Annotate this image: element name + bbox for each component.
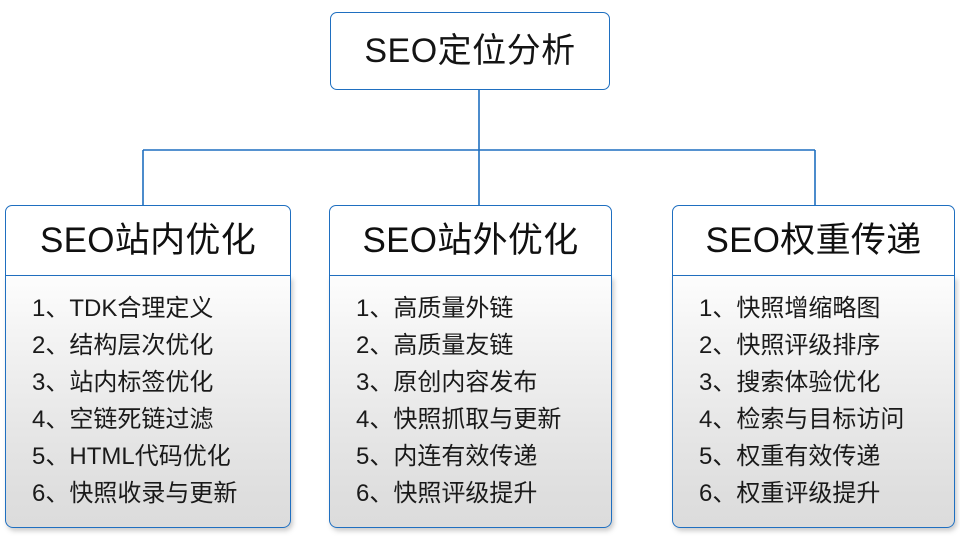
list-item-text: 权重有效传递	[736, 443, 881, 470]
list-item-text: 快照增缩略图	[736, 295, 881, 322]
list-item: 5、HTML代码优化	[6, 438, 290, 475]
branch-list-box-2: 1、快照增缩略图 2、快照评级排序 3、搜索体验优化 4、检索与目标访问 5、权…	[672, 276, 955, 528]
list-item-number: 6、	[699, 480, 737, 507]
list-item-number: 4、	[356, 406, 394, 433]
list-item-number: 4、	[699, 406, 737, 433]
list-item: 6、快照评级提升	[330, 475, 611, 512]
branch-header-box-2[interactable]: SEO权重传递	[672, 205, 955, 276]
list-item-number: 2、	[356, 332, 394, 359]
list-item-text: 快照评级提升	[393, 480, 538, 507]
list-item-number: 2、	[32, 332, 70, 359]
list-item: 4、快照抓取与更新	[330, 401, 611, 438]
list-item: 3、原创内容发布	[330, 364, 611, 401]
list-item-text: TDK合理定义	[69, 295, 214, 322]
list-item-number: 6、	[356, 480, 394, 507]
list-item-text: 快照收录与更新	[69, 480, 238, 507]
list-item: 2、快照评级排序	[673, 327, 954, 364]
list-item-number: 4、	[32, 406, 70, 433]
list-item: 1、TDK合理定义	[6, 290, 290, 327]
list-item: 1、快照增缩略图	[673, 290, 954, 327]
branch-header-title-2: SEO权重传递	[705, 221, 922, 260]
list-item: 3、搜索体验优化	[673, 364, 954, 401]
root-node-title: SEO定位分析	[364, 32, 576, 70]
list-item: 1、高质量外链	[330, 290, 611, 327]
list-item-text: 检索与目标访问	[736, 406, 905, 433]
list-item-number: 5、	[699, 443, 737, 470]
list-item: 6、快照收录与更新	[6, 475, 290, 512]
list-item-number: 1、	[32, 295, 70, 322]
list-item: 5、内连有效传递	[330, 438, 611, 475]
branch-header-title-1: SEO站外优化	[362, 221, 579, 260]
list-item-number: 1、	[699, 295, 737, 322]
branch-header-box-1[interactable]: SEO站外优化	[329, 205, 612, 276]
branch-list-box-1: 1、高质量外链 2、高质量友链 3、原创内容发布 4、快照抓取与更新 5、内连有…	[329, 276, 612, 528]
list-item-text: 快照评级排序	[736, 332, 881, 359]
list-item-text: 高质量友链	[393, 332, 514, 359]
list-item: 3、站内标签优化	[6, 364, 290, 401]
list-item: 2、结构层次优化	[6, 327, 290, 364]
list-item-number: 5、	[32, 443, 70, 470]
list-item: 4、检索与目标访问	[673, 401, 954, 438]
list-item-text: 搜索体验优化	[736, 369, 881, 396]
list-item: 2、高质量友链	[330, 327, 611, 364]
list-item: 4、空链死链过滤	[6, 401, 290, 438]
list-item: 6、权重评级提升	[673, 475, 954, 512]
branch-header-title-0: SEO站内优化	[39, 221, 256, 260]
list-item-text: 站内标签优化	[69, 369, 214, 396]
list-item-text: 空链死链过滤	[69, 406, 214, 433]
branch-header-box-0[interactable]: SEO站内优化	[5, 205, 291, 276]
list-item-text: HTML代码优化	[69, 443, 231, 470]
list-item-number: 3、	[356, 369, 394, 396]
list-item-text: 权重评级提升	[736, 480, 881, 507]
branch-column-seo-weight: SEO权重传递 1、快照增缩略图 2、快照评级排序 3、搜索体验优化 4、检索与…	[672, 205, 955, 528]
branch-column-seo-offsite: SEO站外优化 1、高质量外链 2、高质量友链 3、原创内容发布 4、快照抓取与…	[329, 205, 612, 528]
list-item-text: 高质量外链	[393, 295, 514, 322]
list-item: 5、权重有效传递	[673, 438, 954, 475]
list-item-number: 1、	[356, 295, 394, 322]
list-item-text: 快照抓取与更新	[393, 406, 562, 433]
list-item-number: 5、	[356, 443, 394, 470]
list-item-number: 3、	[699, 369, 737, 396]
list-item-text: 内连有效传递	[393, 443, 538, 470]
root-node-box[interactable]: SEO定位分析	[330, 12, 610, 90]
list-item-text: 原创内容发布	[393, 369, 538, 396]
list-item-number: 6、	[32, 480, 70, 507]
branch-list-box-0: 1、TDK合理定义 2、结构层次优化 3、站内标签优化 4、空链死链过滤 5、H…	[5, 276, 291, 528]
list-item-number: 2、	[699, 332, 737, 359]
branch-column-seo-onsite: SEO站内优化 1、TDK合理定义 2、结构层次优化 3、站内标签优化 4、空链…	[5, 205, 291, 528]
list-item-number: 3、	[32, 369, 70, 396]
list-item-text: 结构层次优化	[69, 332, 214, 359]
